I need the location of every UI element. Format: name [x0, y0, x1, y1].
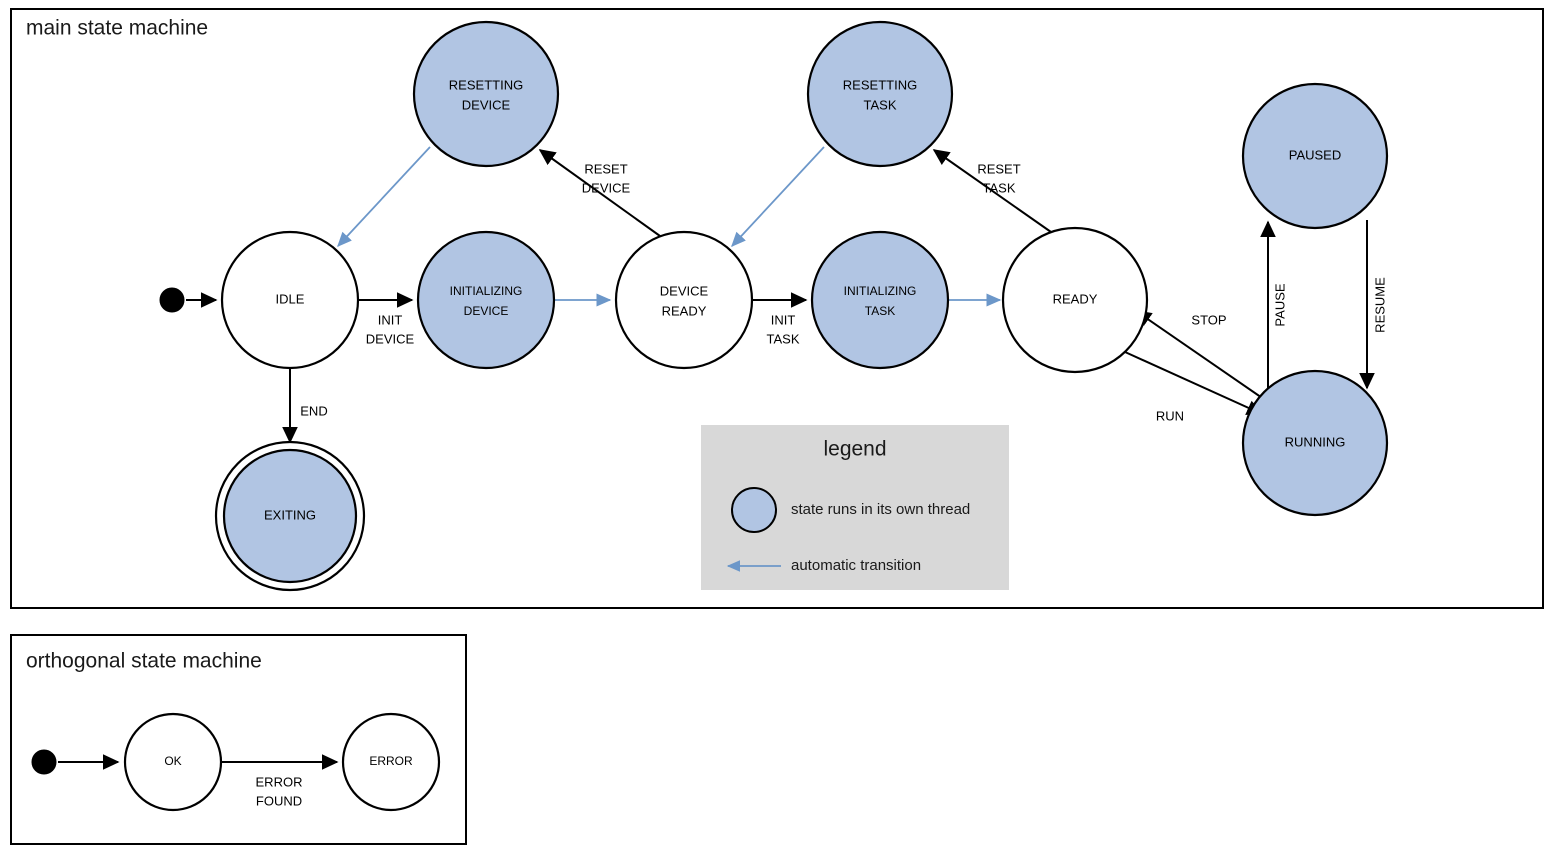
state-label-initializing-task-line2: TASK [865, 304, 895, 318]
transition-idle-to-initializing-device: INIT DEVICE [358, 292, 415, 346]
state-label-initializing-task-line1: INITIALIZING [844, 284, 917, 298]
legend-thread-circle-icon [731, 487, 777, 533]
transition-idle-to-exiting: END [282, 368, 328, 444]
transition-label-init-device-line2: DEVICE [366, 331, 415, 346]
transition-ready-to-running: RUN [1124, 351, 1264, 423]
transition-label-end: END [300, 403, 327, 418]
state-node-idle[interactable]: IDLE [220, 230, 360, 370]
state-label-running: RUNNING [1285, 434, 1346, 449]
transition-label-init-task-line2: TASK [767, 331, 800, 346]
state-node-paused[interactable]: PAUSED [1241, 82, 1389, 230]
state-node-initializing-device[interactable]: INITIALIZING DEVICE [416, 230, 556, 370]
state-node-running[interactable]: RUNNING [1241, 369, 1389, 517]
state-label-initializing-device-line2: DEVICE [464, 304, 509, 318]
transition-label-error-found-line1: ERROR [256, 774, 303, 789]
state-label-device-ready-line2: READY [662, 303, 707, 318]
transition-label-resume: RESUME [1372, 277, 1387, 333]
state-node-ready[interactable]: READY [1001, 226, 1149, 374]
state-label-device-ready-line1: DEVICE [660, 283, 709, 298]
legend: legend state runs in its own thread auto… [701, 425, 1009, 590]
transition-label-reset-device-line2: DEVICE [582, 180, 631, 195]
state-node-ok[interactable]: OK [123, 712, 223, 812]
orthogonal-frame-title: orthogonal state machine [26, 650, 262, 673]
initial-state-dot-main [159, 287, 185, 313]
transition-label-error-found-line2: FOUND [256, 793, 302, 808]
transition-label-reset-task-line1: RESET [977, 161, 1020, 176]
transition-label-stop: STOP [1191, 312, 1226, 327]
transition-label-reset-task-line2: TASK [983, 180, 1016, 195]
state-label-initializing-device-line1: INITIALIZING [450, 284, 523, 298]
transition-running-to-paused: PAUSE [1260, 220, 1287, 390]
legend-item-label-auto: automatic transition [791, 557, 921, 574]
initial-state-dot-orthogonal [31, 749, 57, 775]
transition-ok-to-error: ERROR FOUND [221, 754, 339, 808]
state-label-resetting-device-line2: DEVICE [462, 97, 511, 112]
legend-item-label-thread: state runs in its own thread [791, 501, 970, 518]
state-label-resetting-task-line2: TASK [864, 97, 897, 112]
state-node-exiting[interactable]: EXITING [214, 440, 366, 592]
state-label-exiting: EXITING [264, 507, 316, 522]
state-label-error: ERROR [369, 754, 413, 768]
state-node-resetting-device[interactable]: RESETTING DEVICE [412, 20, 560, 168]
state-node-resetting-task[interactable]: RESETTING TASK [806, 20, 954, 168]
transition-paused-to-running: RESUME [1359, 220, 1387, 390]
state-label-resetting-device-line1: RESETTING [449, 77, 523, 92]
transition-running-to-ready: STOP [1134, 310, 1269, 403]
state-label-resetting-task-line1: RESETTING [843, 77, 917, 92]
main-frame-title: main state machine [26, 17, 208, 40]
legend-title: legend [823, 438, 886, 461]
transition-label-init-device-line1: INIT [378, 312, 403, 327]
transition-label-reset-device-line1: RESET [584, 161, 627, 176]
state-node-error[interactable]: ERROR [341, 712, 441, 812]
state-label-idle: IDLE [276, 291, 305, 306]
state-label-ready: READY [1053, 291, 1098, 306]
transition-label-pause: PAUSE [1272, 283, 1287, 326]
state-label-ok: OK [164, 754, 181, 768]
transition-resetting-task-to-device-ready [731, 146, 825, 247]
state-label-paused: PAUSED [1289, 147, 1342, 162]
transition-resetting-device-to-idle [337, 146, 431, 247]
transition-label-run: RUN [1156, 408, 1184, 423]
transition-label-init-task-line1: INIT [771, 312, 796, 327]
transition-ready-to-resetting-task: RESET TASK [932, 149, 1052, 233]
state-node-initializing-task[interactable]: INITIALIZING TASK [810, 230, 950, 370]
state-node-device-ready[interactable]: DEVICE READY [614, 230, 754, 370]
transition-device-ready-to-resetting-device: RESET DEVICE [538, 149, 661, 237]
transition-device-ready-to-initializing-task: INIT TASK [752, 292, 808, 346]
